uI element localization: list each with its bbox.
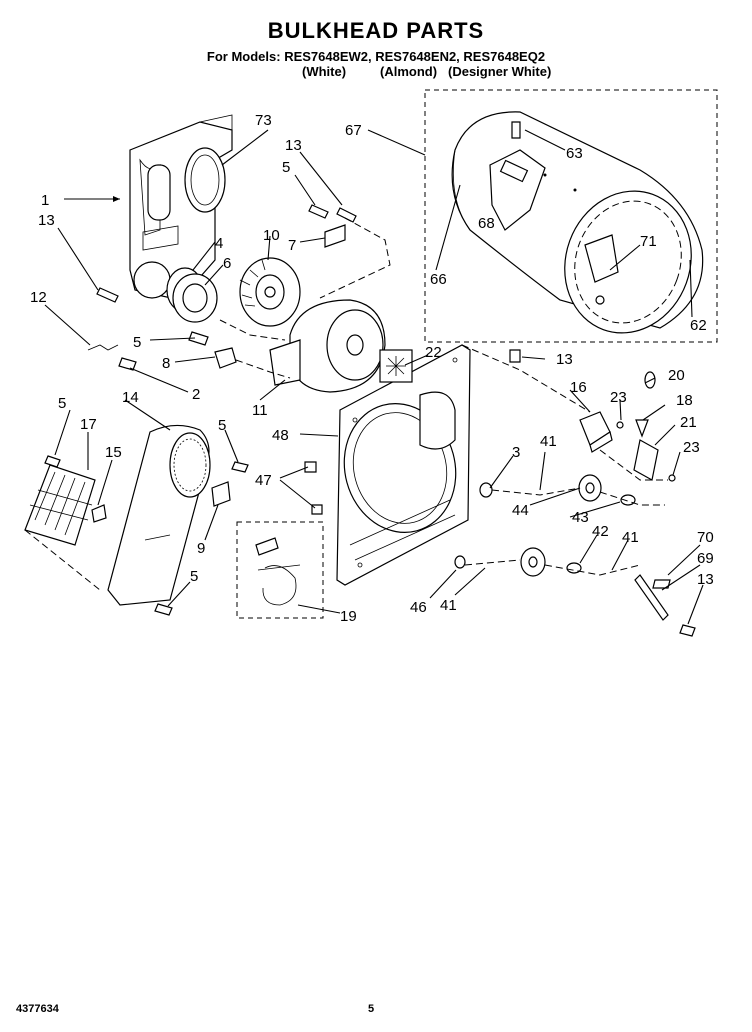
callout-13: 13 <box>697 571 714 588</box>
callout-15: 15 <box>105 444 122 461</box>
callout-1: 1 <box>41 192 49 209</box>
color-almond-label: (Almond) <box>380 64 438 79</box>
wire-kit-box <box>236 521 324 619</box>
callout-73: 73 <box>255 112 272 129</box>
drum <box>451 111 704 334</box>
callout-41: 41 <box>622 529 639 546</box>
callout-11: 11 <box>252 402 268 419</box>
callout-23: 23 <box>610 389 627 406</box>
document-number: 4377634 <box>16 1003 59 1015</box>
callout-18: 18 <box>676 392 693 409</box>
callout-5: 5 <box>133 334 141 351</box>
idler-pulley-housing <box>219 299 386 393</box>
idler-hardware <box>87 331 291 379</box>
callout-41: 41 <box>440 597 457 614</box>
blower-housing <box>166 267 218 323</box>
callout-2: 2 <box>192 386 200 403</box>
callout-62: 62 <box>690 317 707 334</box>
callout-47: 47 <box>255 472 272 489</box>
page-title: BULKHEAD PARTS <box>267 18 485 43</box>
callout-13: 13 <box>556 351 573 368</box>
blower-wheel <box>239 257 301 327</box>
callout-5: 5 <box>218 417 226 434</box>
lint-duct <box>24 424 211 606</box>
callout-69: 69 <box>697 550 714 567</box>
page-number: 5 <box>368 1003 375 1015</box>
thermal-fuse <box>379 349 413 383</box>
color-white-label: (White) <box>302 64 347 79</box>
callout-19: 19 <box>340 608 357 625</box>
callout-20: 20 <box>668 367 685 384</box>
duct-seal <box>184 147 226 213</box>
screw-set <box>96 121 521 363</box>
rear-support-rod <box>634 574 696 637</box>
callout-14: 14 <box>122 389 139 406</box>
callout-10: 10 <box>263 227 280 244</box>
callout-21: 21 <box>680 414 697 431</box>
callout-5: 5 <box>282 159 290 176</box>
drum-assembly-box <box>424 89 718 343</box>
drum-rollers <box>454 474 665 577</box>
callout-3: 3 <box>512 444 520 461</box>
callout-9: 9 <box>197 540 205 557</box>
callout-44: 44 <box>512 502 529 519</box>
callout-41: 41 <box>540 433 557 450</box>
callout-43: 43 <box>572 509 589 526</box>
color-designer-label: (Designer White) <box>448 64 552 79</box>
callout-42: 42 <box>592 523 609 540</box>
callout-46: 46 <box>410 599 427 616</box>
callout-67: 67 <box>345 122 362 139</box>
models-line: For Models: RES7648EW2, RES7648EN2, RES7… <box>206 49 546 64</box>
callout-13: 13 <box>285 137 302 154</box>
callout-63: 63 <box>566 145 583 162</box>
door-switch-hardware <box>579 371 676 482</box>
callout-13: 13 <box>38 212 55 229</box>
callout-5: 5 <box>58 395 66 412</box>
wire-harness <box>255 537 301 606</box>
callout-labels: 1 13 73 13 5 67 63 68 71 66 62 4 6 10 7 … <box>30 112 714 625</box>
front-bulkhead <box>336 344 591 586</box>
callout-22: 22 <box>425 344 442 361</box>
callout-6: 6 <box>223 255 231 272</box>
callout-4: 4 <box>215 235 223 252</box>
leader-lines <box>44 129 704 625</box>
callout-48: 48 <box>272 427 289 444</box>
callout-66: 66 <box>430 271 447 288</box>
callout-5: 5 <box>190 568 198 585</box>
callout-8: 8 <box>162 355 170 372</box>
callout-12: 12 <box>30 289 47 306</box>
lower-hardware <box>44 455 323 616</box>
callout-70: 70 <box>697 529 714 546</box>
callout-16: 16 <box>570 379 587 396</box>
callout-71: 71 <box>640 233 657 250</box>
callout-7: 7 <box>288 237 296 254</box>
callout-23: 23 <box>683 439 700 456</box>
callout-17: 17 <box>80 416 97 433</box>
callout-68: 68 <box>478 215 495 232</box>
